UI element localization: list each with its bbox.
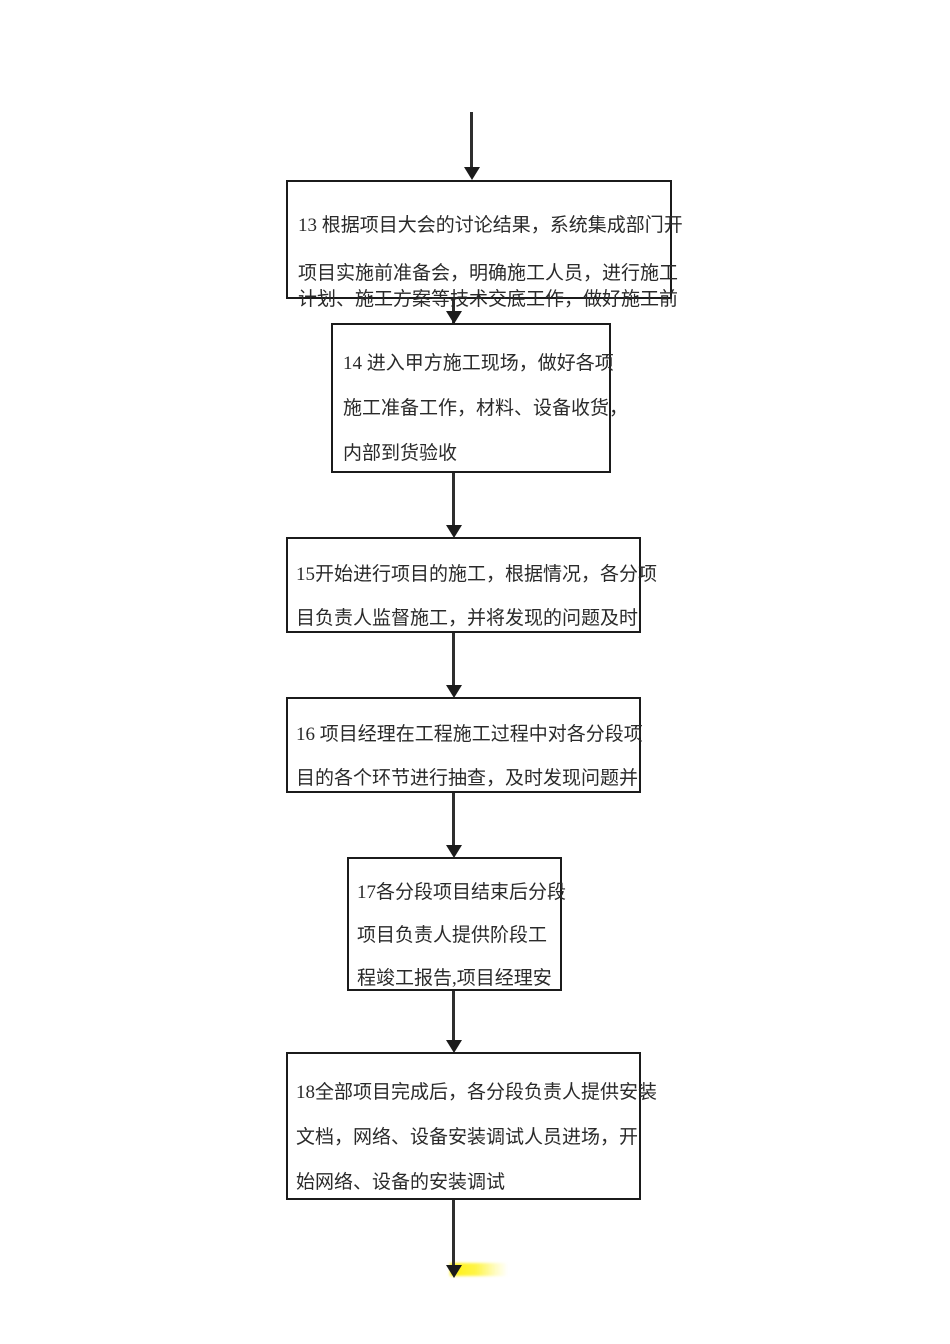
arrow-stem — [452, 1200, 455, 1272]
flow-node-14[interactable] — [331, 323, 611, 473]
arrow-head-icon — [446, 685, 462, 698]
arrow-stem — [470, 112, 473, 168]
flow-node-14-line-3: 内部到货验收 — [343, 443, 458, 464]
arrow-stem — [452, 473, 455, 527]
flow-node-15[interactable] — [286, 537, 641, 633]
flow-node-15-text: 15开始进行项目的施工，根据情况，各分项 目负责人监督施工，并将发现的问题及时 — [286, 537, 658, 641]
arrow-head-icon — [446, 525, 462, 538]
flow-node-13-line-2: 项目实施前准备会，明确施工人员，进行施工 — [298, 263, 679, 284]
arrow-head-icon — [464, 167, 480, 180]
flow-node-18-line-2: 文档，网络、设备安装调试人员进场，开 — [296, 1127, 639, 1148]
arrow-stem — [452, 991, 455, 1042]
flow-node-17-text: 17各分段项目结束后分段 项目负责人提供阶段工 程竣工报告,项目经理安 — [347, 857, 567, 1000]
arrow-into-node-13 — [464, 112, 480, 180]
flow-node-13[interactable] — [286, 180, 672, 299]
yellow-highlight-artifact — [450, 1263, 508, 1276]
flow-node-13-line-1: 13 根据项目大会的讨论结果，系统集成部门开 — [298, 215, 683, 236]
arrow-stem — [452, 633, 455, 687]
flow-node-13-line-3: 计划、施工方案等技术交底工作，做好施工前 — [298, 289, 679, 310]
arrow-head-icon — [446, 1040, 462, 1053]
flow-node-17-line-1: 17各分段项目结束后分段 — [357, 882, 567, 903]
arrow-head-icon — [446, 845, 462, 858]
flow-node-17-line-3: 程竣工报告,项目经理安 — [357, 968, 552, 989]
flow-node-15-line-1: 15开始进行项目的施工，根据情况，各分项 — [296, 564, 658, 585]
flow-node-14-text: 14 进入甲方施工现场，做好各项 施工准备工作，材料、设备收货， 内部到货验收 — [331, 323, 629, 476]
arrow-stem — [452, 288, 455, 324]
flow-node-16[interactable] — [286, 697, 641, 793]
flow-node-16-text: 16 项目经理在工程施工过程中对各分段项 目的各个环节进行抽查，及时发现问题并 — [286, 697, 643, 801]
flow-node-15-line-2: 目负责人监督施工，并将发现的问题及时 — [296, 608, 639, 629]
flow-node-18-line-3: 始网络、设备的安装调试 — [296, 1172, 506, 1193]
arrow-node17-node18 — [446, 991, 462, 1054]
arrow-head-icon — [446, 1265, 462, 1278]
arrow-node13-node14 — [446, 288, 462, 336]
flow-node-18-line-1: 18全部项目完成后，各分段负责人提供安装 — [296, 1082, 658, 1103]
arrow-node14-node15 — [446, 473, 462, 539]
flow-node-17[interactable] — [347, 857, 562, 991]
flow-node-18[interactable] — [286, 1052, 641, 1200]
flow-node-14-line-2: 施工准备工作，材料、设备收货， — [343, 398, 629, 419]
flow-node-16-line-1: 16 项目经理在工程施工过程中对各分段项 — [296, 724, 643, 745]
flow-node-13-text: 13 根据项目大会的讨论结果，系统集成部门开 项目实施前准备会，明确施工人员，进… — [286, 180, 683, 298]
arrow-node16-node17 — [446, 793, 462, 859]
arrow-node15-node16 — [446, 633, 462, 699]
arrow-head-icon — [446, 311, 462, 324]
flow-node-16-line-2: 目的各个环节进行抽查，及时发现问题并 — [296, 768, 639, 789]
flow-node-18-text: 18全部项目完成后，各分段负责人提供安装 文档，网络、设备安装调试人员进场，开 … — [286, 1052, 658, 1205]
flow-node-14-line-1: 14 进入甲方施工现场，做好各项 — [343, 353, 614, 374]
flow-node-17-line-2: 项目负责人提供阶段工 — [357, 925, 548, 946]
arrow-out-of-node-18 — [446, 1200, 462, 1284]
arrow-stem — [452, 793, 455, 847]
